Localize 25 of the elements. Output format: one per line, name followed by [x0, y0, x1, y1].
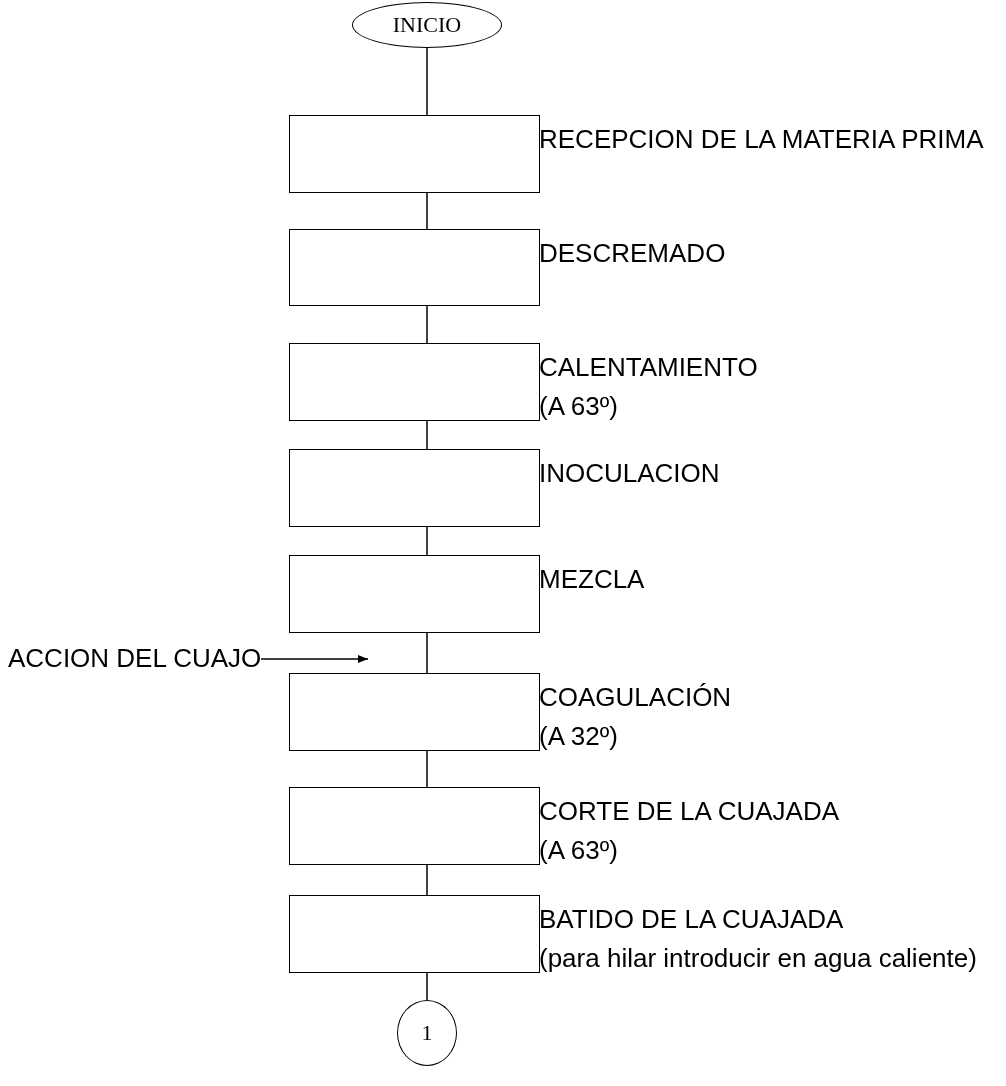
- step-label: CORTE DE LA CUAJADA: [539, 796, 840, 826]
- connector-line: [426, 420, 428, 450]
- node-label: 1: [421, 1020, 433, 1046]
- connector-line: [426, 632, 428, 674]
- connector-line: [426, 864, 428, 896]
- step-note: (A 32º): [539, 721, 619, 751]
- step-note: (A 63º): [539, 391, 619, 421]
- connector-line: [426, 972, 428, 1001]
- input-label: ACCION DEL CUAJO: [8, 643, 262, 673]
- arrow: [260, 655, 369, 663]
- node-label: INICIO: [392, 12, 462, 38]
- connector-line: [426, 47, 428, 116]
- step-label: RECEPCION DE LA MATERIA PRIMA: [539, 124, 984, 154]
- step-note: (A 63º): [539, 835, 619, 865]
- step-label: COAGULACIÓN: [539, 682, 732, 712]
- connector-line: [426, 305, 428, 344]
- connector-line: [426, 526, 428, 556]
- step-label: INOCULACION: [539, 458, 720, 488]
- connector-line: [426, 750, 428, 788]
- step-label: BATIDO DE LA CUAJADA: [539, 904, 845, 934]
- step-note: (para hilar introducir en agua caliente): [539, 943, 977, 973]
- step-label: MEZCLA: [539, 564, 645, 594]
- step-label: DESCREMADO: [539, 238, 726, 268]
- connector-line: [426, 192, 428, 230]
- step-label: CALENTAMIENTO: [539, 352, 758, 382]
